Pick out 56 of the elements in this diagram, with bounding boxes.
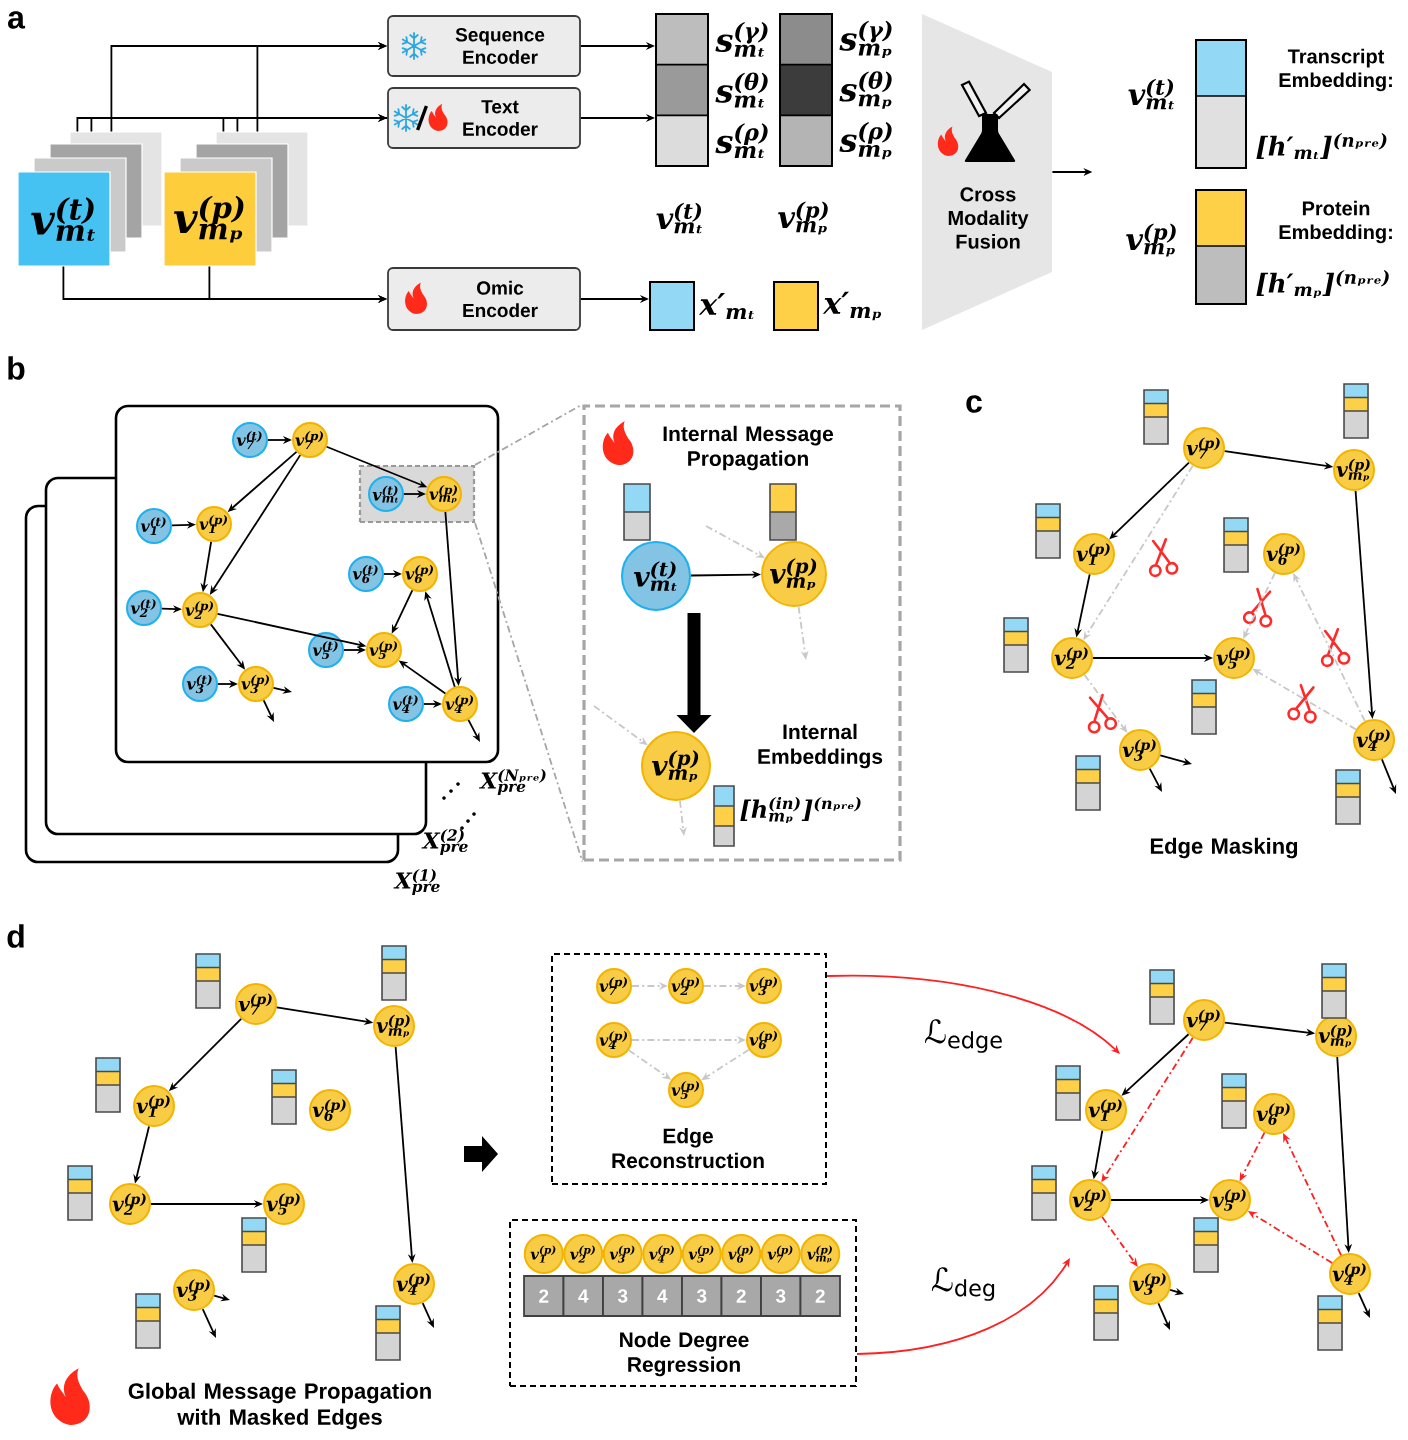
degree-cell: 4	[641, 1275, 683, 1317]
encoder-box: Omic Encoder	[387, 267, 581, 331]
panel-title: Internal Embeddings	[758, 723, 883, 769]
graph-node: v$^{(p)}$mₚ	[641, 731, 711, 801]
panel-letter: c	[966, 395, 982, 413]
math-label: v$^{(t)}$mₜ	[656, 202, 702, 234]
math-label: s$^{(γ)}$mₜ	[715, 22, 768, 57]
math-label: s$^{(θ)}$mₚ	[839, 71, 892, 109]
degree-cell: 4	[562, 1275, 604, 1317]
arrow	[1148, 767, 1162, 792]
math-label: v$^{(p)}$mₚ	[778, 201, 828, 235]
degree-cell: 3	[681, 1275, 723, 1317]
panel-letter: b	[8, 356, 25, 380]
box-caption: Node Degree Regression	[620, 1331, 749, 1377]
degree-cell: 2	[523, 1275, 565, 1317]
arrow	[222, 114, 388, 133]
graph-node: v$^{(p)}$mₚ	[761, 541, 827, 607]
edge-label: ℒ$_{deg}$	[928, 1265, 1000, 1303]
edge-label: ℒ$_{edge}$	[922, 1017, 1007, 1055]
panel-title: Internal Message Propagation	[663, 425, 834, 471]
box-caption: Edge Reconstruction	[612, 1127, 764, 1169]
math-label: x′$_{mₜ}$	[698, 292, 754, 320]
math-label: s$^{(ρ)}$mₜ	[715, 123, 768, 159]
degree-cell: 3	[602, 1275, 644, 1317]
curved-arrow	[856, 1258, 1070, 1355]
degree-cell: 2	[799, 1275, 841, 1317]
panel-caption: Global Message Propagation with Masked Edges	[128, 1382, 431, 1430]
math-label: x′$_{mₚ}$	[822, 291, 882, 321]
math-label: [h$^{(in)}$$_{mₚ}$]$^{(nₚᵣₑ)}$	[740, 796, 861, 824]
zoom-line	[474, 403, 584, 466]
zoom-line	[474, 522, 584, 863]
panel-letter: a	[8, 11, 26, 29]
graph-node: v$^{(t)}$mₜ	[621, 541, 691, 611]
embedding-title: Protein Embedding:	[1279, 200, 1392, 244]
math-label: s$^{(θ)}$mₜ	[715, 72, 768, 108]
card-stack: v$^{(t)}$mₜ	[17, 131, 163, 267]
arrow	[467, 719, 480, 742]
panel-caption: Edge Masking	[1150, 837, 1298, 859]
math-label: [h′$_{mₚ}$]$^{(nₚᵣₑ)}$	[1256, 269, 1389, 299]
degree-cell: 2	[720, 1275, 762, 1317]
curved-arrow	[826, 974, 1120, 1054]
math-label: s$^{(γ)}$mₚ	[839, 20, 892, 58]
panel-letter: d	[7, 924, 24, 948]
degree-cell: 3	[760, 1275, 802, 1317]
math-label: [h′$_{mₜ}$]$^{(nₚᵣₑ)}$	[1256, 132, 1387, 160]
math-label: v$^{(t)}$mₜ	[1128, 78, 1174, 110]
arrow	[1101, 1216, 1138, 1267]
math-label: v$^{(p)}$mₚ	[1126, 223, 1176, 257]
math-label: s$^{(ρ)}$mₚ	[839, 122, 892, 160]
block-arrow	[464, 1136, 498, 1172]
node-label: v	[173, 211, 198, 234]
card-stack: v$^{(p)}$mₚ	[163, 131, 309, 267]
encoder-box: Sequence Encoder	[387, 15, 581, 77]
encoder-box: Text Encoder	[387, 87, 581, 149]
fusion-block: Cross Modality Fusion	[922, 14, 1052, 330]
embedding-title: Transcript Embedding:	[1279, 48, 1392, 92]
